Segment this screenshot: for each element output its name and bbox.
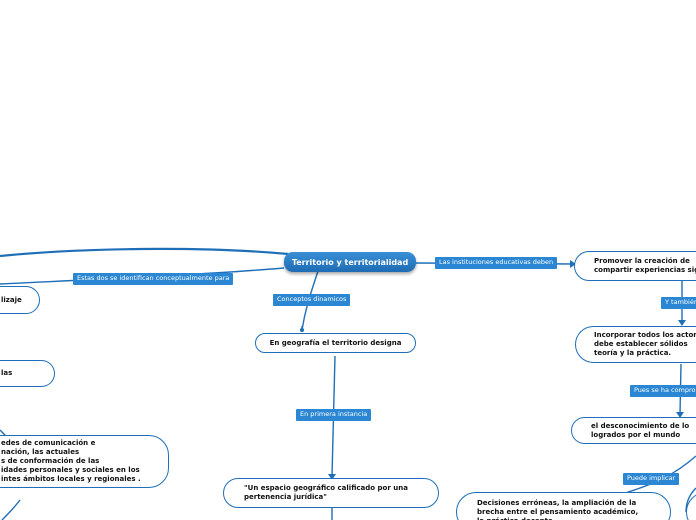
node-las-text: las	[1, 369, 13, 377]
node-incorporar[interactable]: Incorporar todos los actor debe establec…	[575, 326, 696, 363]
node-decisiones-text: Decisiones erróneas, la ampliación de la…	[477, 499, 639, 520]
node-geografia[interactable]: En geografía el territorio designa	[255, 333, 416, 353]
node-promover-text: Promover la creación de compartir experi…	[594, 257, 696, 274]
label-primera-instancia[interactable]: En primera instancia	[296, 409, 372, 421]
node-promover[interactable]: Promover la creación de compartir experi…	[574, 251, 696, 281]
node-desconocimiento[interactable]: el desconocimiento de lo logrados por el…	[571, 417, 696, 444]
label-identifican[interactable]: Estas dos se identifican conceptualmente…	[73, 273, 234, 285]
node-geografia-text: En geografía el territorio designa	[269, 338, 402, 347]
arrow-head-promover	[570, 260, 576, 268]
node-las[interactable]: las	[0, 360, 55, 387]
label-pues[interactable]: Pues se ha compro	[630, 385, 696, 397]
node-redes-text: edes de comunicación e nación, las actua…	[1, 439, 141, 483]
link-dot-conceptos	[300, 328, 304, 332]
label-implicar[interactable]: Puede implicar	[623, 473, 680, 485]
label-instituciones[interactable]: Las instituciones educativas deben	[435, 257, 558, 269]
node-incorporar-text: Incorporar todos los actor debe establec…	[594, 331, 696, 357]
label-conceptos[interactable]: Conceptos dinamicos	[273, 294, 351, 306]
arrow-head-desconocimiento	[676, 412, 684, 418]
link-redes-bottom	[1, 499, 21, 520]
node-aprendizaje[interactable]: lizaje	[0, 286, 40, 314]
central-topic[interactable]: Territorio y territorialidad	[284, 252, 416, 272]
central-topic-title: Territorio y territorialidad	[291, 257, 409, 267]
node-desconocimiento-text: el desconocimiento de lo logrados por el…	[591, 421, 690, 439]
arrow-head-espacio	[328, 474, 336, 480]
label-tambien[interactable]: Y también	[661, 297, 696, 309]
node-redes[interactable]: edes de comunicación e nación, las actua…	[0, 435, 169, 488]
node-espacio[interactable]: "Un espacio geográfico calificado por un…	[223, 478, 439, 508]
node-decisiones[interactable]: Decisiones erróneas, la ampliación de la…	[456, 492, 671, 520]
link-central-top-left	[0, 247, 289, 258]
node-espacio-text: "Un espacio geográfico calificado por un…	[244, 484, 408, 501]
arrow-head-incorporar	[678, 320, 686, 326]
node-aprendizaje-text: lizaje	[1, 295, 22, 304]
